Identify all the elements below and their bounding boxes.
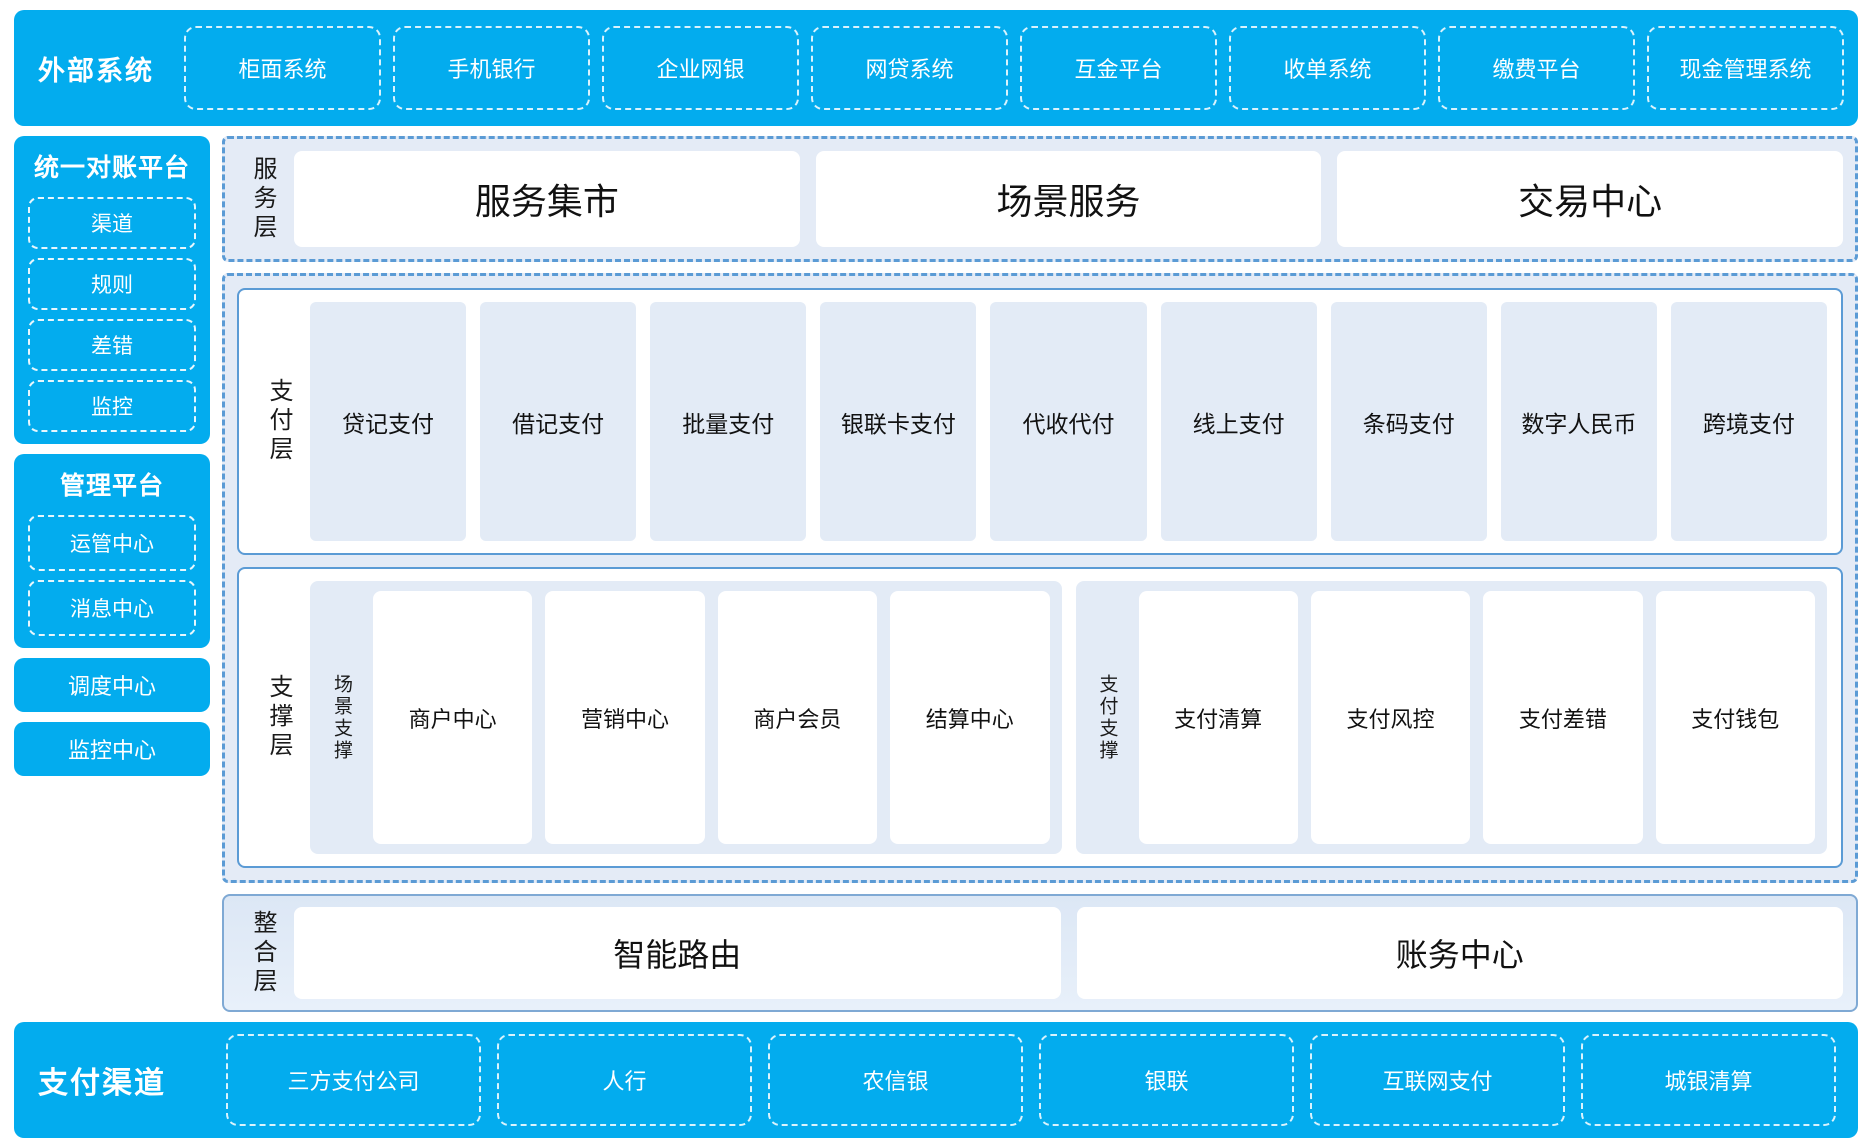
service-layer-label: 服务层 — [249, 155, 276, 243]
payment-card-digital-rmb[interactable]: 数字人民币 — [1500, 302, 1657, 541]
support-card-payment-risk[interactable]: 支付风控 — [1310, 591, 1471, 844]
scene-support-group: 场景支撑 商户中心 营销中心 商户会员 结算中心 — [310, 581, 1062, 854]
payment-card-online[interactable]: 线上支付 — [1160, 302, 1317, 541]
management-platform-panel: 管理平台 运管中心 消息中心 — [14, 454, 210, 648]
support-card-payment-clearing[interactable]: 支付清算 — [1138, 591, 1298, 844]
support-card-marketing-center[interactable]: 营销中心 — [545, 591, 705, 844]
support-card-payment-error[interactable]: 支付差错 — [1483, 591, 1643, 844]
payment-channels-title: 支付渠道 — [38, 1067, 166, 1100]
external-system-item[interactable]: 网贷系统 — [811, 26, 1008, 110]
external-system-item[interactable]: 缴费平台 — [1438, 26, 1635, 110]
service-layer-cards: 服务集市 场景服务 交易中心 — [288, 151, 1844, 247]
payment-layer-cards: 贷记支付 借记支付 批量支付 银联卡支付 代收代付 线上支付 条码支付 数字人民… — [304, 302, 1827, 541]
payment-channels-bar: 支付渠道 三方支付公司 人行 农信银 银联 互联网支付 城银清算 — [14, 1022, 1858, 1138]
service-card-scenario[interactable]: 场景服务 — [815, 151, 1322, 247]
payment-layer-label: 支付层 — [265, 378, 292, 465]
left-rail: 统一对账平台 渠道 规则 差错 监控 管理平台 运管中心 消息中心 调度中心 监… — [14, 136, 210, 1012]
support-layer-panel: 支撑层 场景支撑 商户中心 营销中心 商户会员 结算中心 — [237, 567, 1843, 868]
rail-item-monitor[interactable]: 监控 — [28, 380, 196, 432]
payment-card-collection-payment[interactable]: 代收代付 — [990, 302, 1147, 541]
external-system-item[interactable]: 互金平台 — [1020, 26, 1217, 110]
rail-item-rule[interactable]: 规则 — [28, 258, 196, 310]
external-system-item[interactable]: 企业网银 — [602, 26, 799, 110]
payment-card-batch[interactable]: 批量支付 — [650, 302, 807, 541]
payment-card-barcode[interactable]: 条码支付 — [1330, 302, 1487, 541]
layers-stack: 服务层 服务集市 场景服务 交易中心 支付层 贷记支付 借记支付 批量支付 银联… — [222, 136, 1858, 1012]
external-system-item[interactable]: 手机银行 — [393, 26, 590, 110]
integration-layer-cards: 智能路由 账务中心 — [288, 907, 1843, 999]
external-system-item[interactable]: 柜面系统 — [184, 26, 381, 110]
rail-item-operations-center[interactable]: 运管中心 — [28, 515, 196, 571]
scene-support-cards: 商户中心 营销中心 商户会员 结算中心 — [373, 591, 1050, 844]
payment-card-credit[interactable]: 贷记支付 — [310, 302, 467, 541]
payment-support-group: 支付支撑 支付清算 支付风控 支付差错 支付钱包 — [1075, 581, 1827, 854]
payment-channel-city-bank-clearing[interactable]: 城银清算 — [1581, 1034, 1836, 1126]
scene-support-label: 场景支撑 — [331, 673, 352, 762]
payment-channels-list: 三方支付公司 人行 农信银 银联 互联网支付 城银清算 — [206, 1034, 1844, 1126]
external-system-item[interactable]: 收单系统 — [1229, 26, 1426, 110]
service-card-marketplace[interactable]: 服务集市 — [294, 151, 800, 247]
payment-channel-unionpay[interactable]: 银联 — [1039, 1034, 1294, 1126]
external-systems-list: 柜面系统 手机银行 企业网银 网贷系统 互金平台 收单系统 缴费平台 现金管理系… — [184, 26, 1844, 110]
service-layer-group: 服务层 服务集市 场景服务 交易中心 — [222, 136, 1858, 262]
rail-item-monitoring-center[interactable]: 监控中心 — [14, 722, 210, 776]
payment-channel-third-party[interactable]: 三方支付公司 — [226, 1034, 481, 1126]
payment-support-label: 支付支撑 — [1096, 673, 1118, 762]
payment-card-debit[interactable]: 借记支付 — [480, 302, 637, 541]
external-system-item[interactable]: 现金管理系统 — [1647, 26, 1844, 110]
support-card-merchant-membership[interactable]: 商户会员 — [717, 591, 878, 844]
rail-item-channel[interactable]: 渠道 — [28, 197, 196, 249]
support-card-settlement-center[interactable]: 结算中心 — [890, 591, 1050, 844]
middle-region: 统一对账平台 渠道 规则 差错 监控 管理平台 运管中心 消息中心 调度中心 监… — [14, 136, 1858, 1012]
rail-item-scheduling-center[interactable]: 调度中心 — [14, 658, 210, 712]
payment-channel-pboc[interactable]: 人行 — [497, 1034, 752, 1126]
external-systems-bar: 外部系统 柜面系统 手机银行 企业网银 网贷系统 互金平台 收单系统 缴费平台 … — [14, 10, 1858, 126]
payment-layer-panel: 支付层 贷记支付 借记支付 批量支付 银联卡支付 代收代付 线上支付 条码支付 … — [237, 288, 1843, 555]
rail-item-error[interactable]: 差错 — [28, 319, 196, 371]
external-systems-title: 外部系统 — [38, 55, 154, 86]
integration-layer-label: 整合层 — [249, 909, 276, 997]
payment-card-unionpay[interactable]: 银联卡支付 — [820, 302, 977, 541]
management-platform-title: 管理平台 — [59, 472, 164, 500]
rail-spacer — [14, 786, 210, 1012]
support-card-payment-wallet[interactable]: 支付钱包 — [1655, 591, 1815, 844]
payment-support-cards: 支付清算 支付风控 支付差错 支付钱包 — [1138, 591, 1815, 844]
payment-channel-internet-payment[interactable]: 互联网支付 — [1310, 1034, 1565, 1126]
payment-channel-rcc[interactable]: 农信银 — [768, 1034, 1023, 1126]
reconciliation-platform-panel: 统一对账平台 渠道 规则 差错 监控 — [14, 136, 210, 444]
integration-card-smart-routing[interactable]: 智能路由 — [294, 907, 1061, 999]
core-layers-group: 支付层 贷记支付 借记支付 批量支付 银联卡支付 代收代付 线上支付 条码支付 … — [222, 273, 1858, 883]
support-card-merchant-center[interactable]: 商户中心 — [373, 591, 533, 844]
integration-card-accounting-center[interactable]: 账务中心 — [1076, 907, 1843, 999]
payment-card-cross-border[interactable]: 跨境支付 — [1670, 302, 1827, 541]
support-layer-groups: 场景支撑 商户中心 营销中心 商户会员 结算中心 支付支撑 支付清算 — [304, 581, 1827, 854]
support-layer-label: 支撑层 — [265, 674, 292, 761]
integration-layer-group: 整合层 智能路由 账务中心 — [222, 894, 1858, 1012]
rail-item-message-center[interactable]: 消息中心 — [28, 580, 196, 636]
service-card-transaction[interactable]: 交易中心 — [1337, 151, 1844, 247]
reconciliation-platform-title: 统一对账平台 — [33, 154, 190, 182]
